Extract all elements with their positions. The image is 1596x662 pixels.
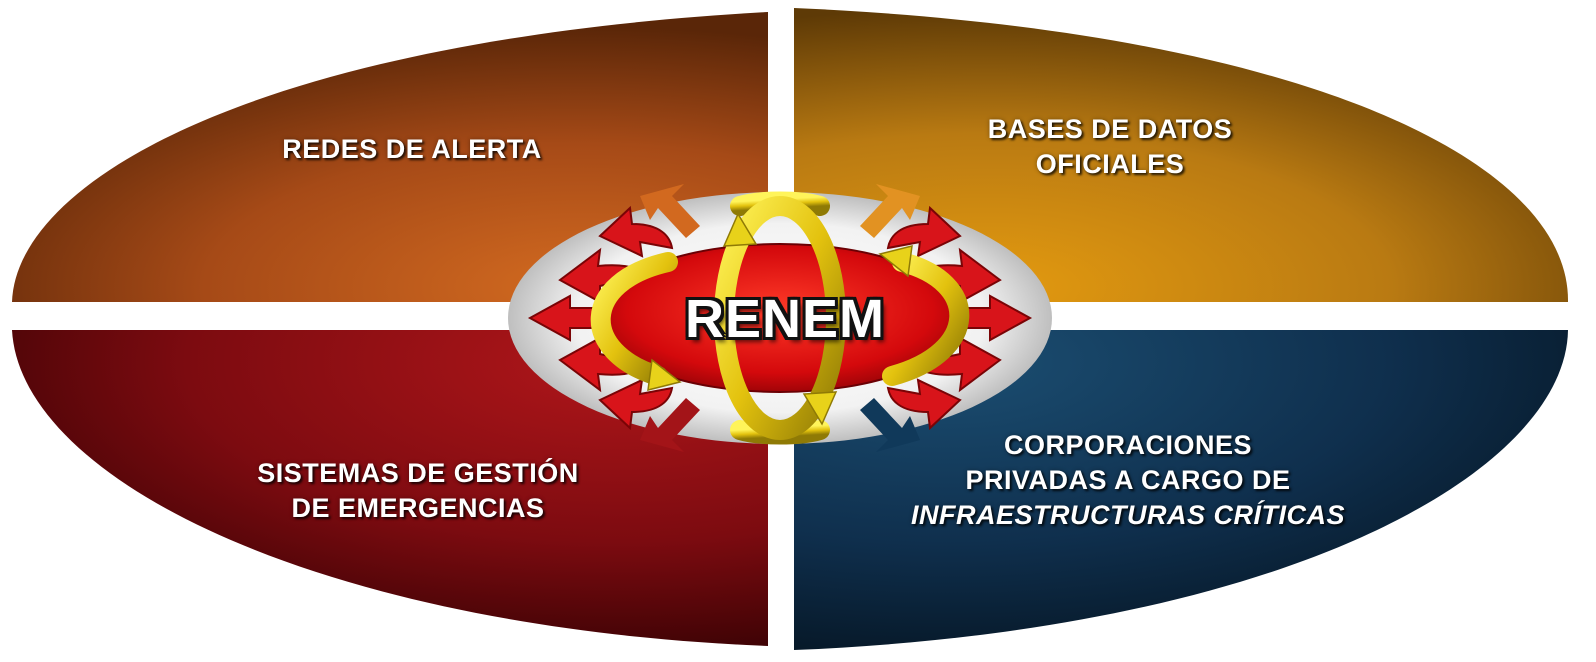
center-title-renem: RENEM bbox=[684, 289, 885, 349]
quadrant-bottom-right bbox=[794, 330, 1568, 650]
yellow-arrowhead-icon bbox=[647, 358, 682, 391]
quadrant-bottom-left bbox=[12, 330, 768, 646]
yellow-circular-arrow-icon bbox=[590, 191, 970, 445]
label-redes-de-alerta: REDES DE ALERTA bbox=[282, 134, 542, 164]
yellow-arrowhead-icon bbox=[802, 391, 838, 426]
yellow-arrowhead-icon bbox=[878, 245, 913, 278]
arrow-top-left-icon bbox=[640, 184, 700, 238]
arrow-top-right-icon bbox=[860, 184, 920, 238]
label-sistemas-de-gestion: SISTEMAS DE GESTIÓN DE EMERGENCIAS bbox=[257, 458, 579, 523]
quadrant-top-left bbox=[12, 12, 768, 302]
label-bases-de-datos: BASES DE DATOS OFICIALES bbox=[987, 114, 1233, 179]
label-corporaciones: CORPORACIONES PRIVADAS A CARGO DE INFRAE… bbox=[911, 430, 1345, 530]
arrow-bottom-left-icon bbox=[640, 398, 700, 452]
arrow-bottom-right-icon bbox=[860, 398, 920, 452]
yellow-arrowhead-icon bbox=[722, 212, 758, 247]
quadrant-top-right bbox=[794, 8, 1569, 302]
